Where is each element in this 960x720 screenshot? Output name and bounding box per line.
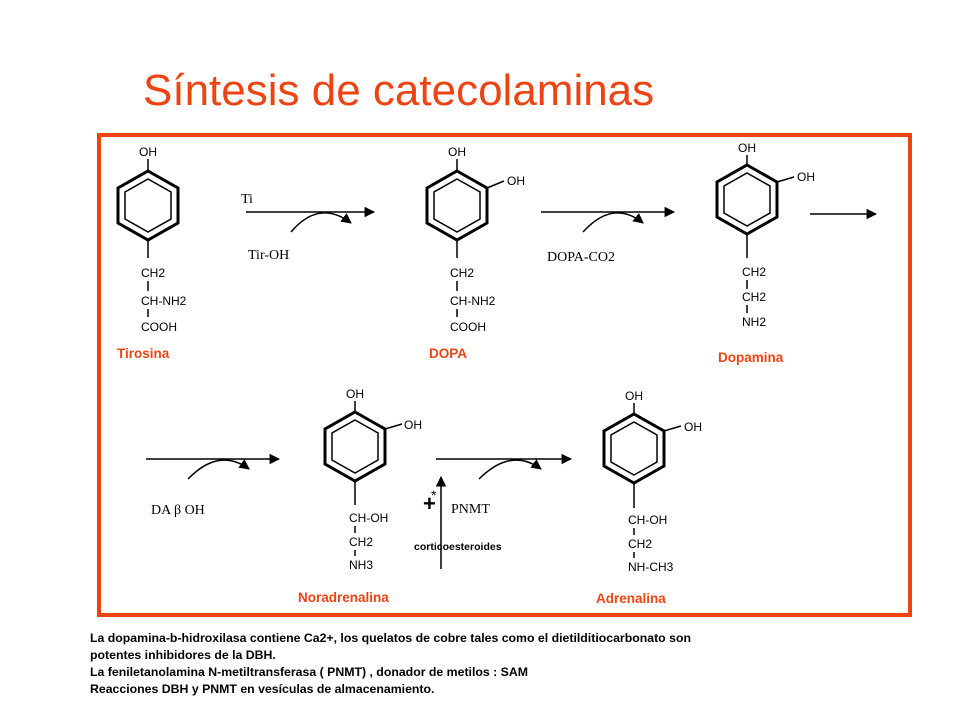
benzene-inner-ring	[331, 419, 379, 474]
reaction-3: DA β OH	[146, 453, 281, 518]
hydroxyl-label: OH	[139, 145, 157, 159]
note-line-3: La feniletanolamina N-metiltransferasa (…	[90, 665, 528, 679]
notes-block: La dopamina-b-hidroxilasa contiene Ca2+,…	[90, 630, 950, 698]
molecule-dopamina: OH OH CH2 CH2 NH2 Dopamina	[715, 141, 815, 365]
activation-plus: +	[423, 491, 436, 516]
chain-label-3: COOH	[141, 320, 177, 334]
hydroxyl-label-2: OH	[797, 170, 815, 184]
diagram-frame: OH CH2 CH-NH2 COOH Tirosina Ti Tir-OH OH…	[97, 133, 912, 617]
chain-label-2: CH-NH2	[141, 294, 187, 308]
hydroxyl-label-2: OH	[684, 420, 702, 434]
hydroxyl-label-2: OH	[404, 418, 422, 432]
molecule-dopa: OH OH CH2 CH-NH2 COOH DOPA	[425, 145, 525, 361]
chain-label-1: CH2	[141, 266, 165, 280]
benzene-ring	[425, 169, 489, 242]
molecule-tirosina: OH CH2 CH-NH2 COOH Tirosina	[116, 145, 187, 361]
reaction-3-enzyme: DA β OH	[151, 503, 205, 518]
benzene-inner-ring	[124, 178, 172, 233]
chain-label-2: CH2	[349, 535, 373, 549]
hydroxyl-label-1: OH	[346, 387, 364, 401]
page-title: Síntesis de catecolaminas	[143, 66, 655, 115]
molecule-name: Tirosina	[117, 346, 170, 361]
molecule-adrenalina: OH OH CH-OH CH2 NH-CH3 Adrenalina	[596, 389, 702, 606]
chain-label-1: CH-OH	[628, 513, 667, 527]
chain-label-1: CH2	[450, 266, 474, 280]
hydroxyl-label-2: OH	[507, 174, 525, 188]
benzene-ring	[116, 169, 180, 242]
hydroxyl-label-1: OH	[625, 389, 643, 403]
reaction-1: Ti Tir-OH	[241, 192, 376, 263]
modulator-label: corticoesteroides	[414, 541, 502, 553]
benzene-ring	[602, 412, 666, 485]
chain-label-2: CH2	[742, 290, 766, 304]
molecule-name: Noradrenalina	[298, 590, 389, 605]
pathway-diagram: OH CH2 CH-NH2 COOH Tirosina Ti Tir-OH OH…	[116, 141, 878, 606]
molecule-name: Dopamina	[718, 350, 784, 365]
note-line-2: potentes inhibidores de la DBH.	[90, 648, 276, 662]
benzene-inner-ring	[610, 421, 658, 476]
reaction-2-product: DOPA-CO2	[547, 250, 615, 265]
chain-label-3: COOH	[450, 320, 486, 334]
chain-label-1: CH2	[742, 265, 766, 279]
molecule-name: DOPA	[429, 346, 467, 361]
reaction-1-cofactor: Ti	[241, 192, 253, 207]
benzene-inner-ring	[723, 172, 771, 227]
reaction-4: + * PNMT corticoesteroides	[414, 453, 573, 569]
activation-star: *	[431, 487, 437, 503]
reaction-2: DOPA-CO2	[541, 206, 676, 265]
reaction-1-product: Tir-OH	[248, 248, 289, 263]
benzene-ring	[323, 410, 387, 483]
reaction-4-enzyme: PNMT	[451, 502, 490, 517]
molecule-noradrenalina: OH OH CH-OH CH2 NH3 Noradrenalina	[298, 387, 422, 605]
chain-label-3: NH3	[349, 558, 373, 572]
chain-label-2: CH-NH2	[450, 294, 496, 308]
chain-label-3: NH2	[742, 315, 766, 329]
hydroxyl-label-1: OH	[738, 141, 756, 155]
benzene-ring	[715, 163, 779, 236]
benzene-inner-ring	[433, 178, 481, 233]
molecule-name: Adrenalina	[596, 591, 666, 606]
note-line-4: Reacciones DBH y PNMT en vesículas de al…	[90, 682, 435, 696]
hydroxyl-label-1: OH	[448, 145, 466, 159]
chain-label-2: CH2	[628, 537, 652, 551]
chain-label-1: CH-OH	[349, 511, 388, 525]
note-line-1: La dopamina-b-hidroxilasa contiene Ca2+,…	[90, 631, 691, 645]
chain-label-3: NH-CH3	[628, 560, 674, 574]
